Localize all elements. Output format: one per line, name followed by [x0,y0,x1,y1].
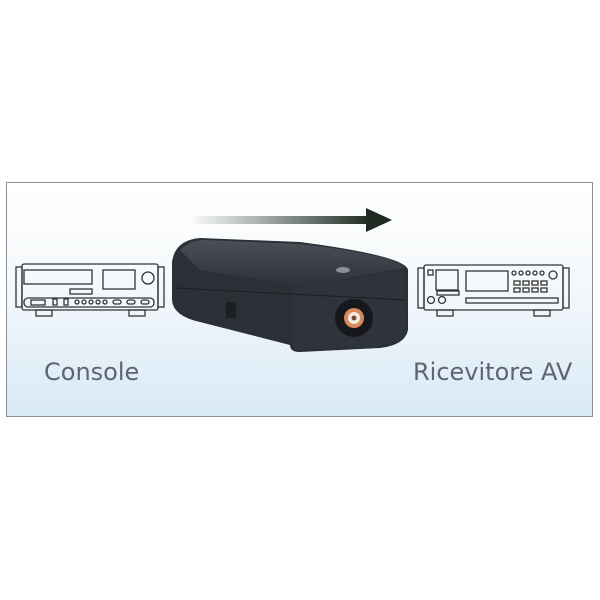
arrow-right-icon [190,208,392,232]
console-device-icon [15,263,165,317]
rca-jack [335,299,373,337]
av-receiver-label: Ricevitore AV [413,358,573,386]
console-label: Console [44,358,140,386]
av-receiver-icon [417,264,570,317]
converter-box [172,238,408,352]
